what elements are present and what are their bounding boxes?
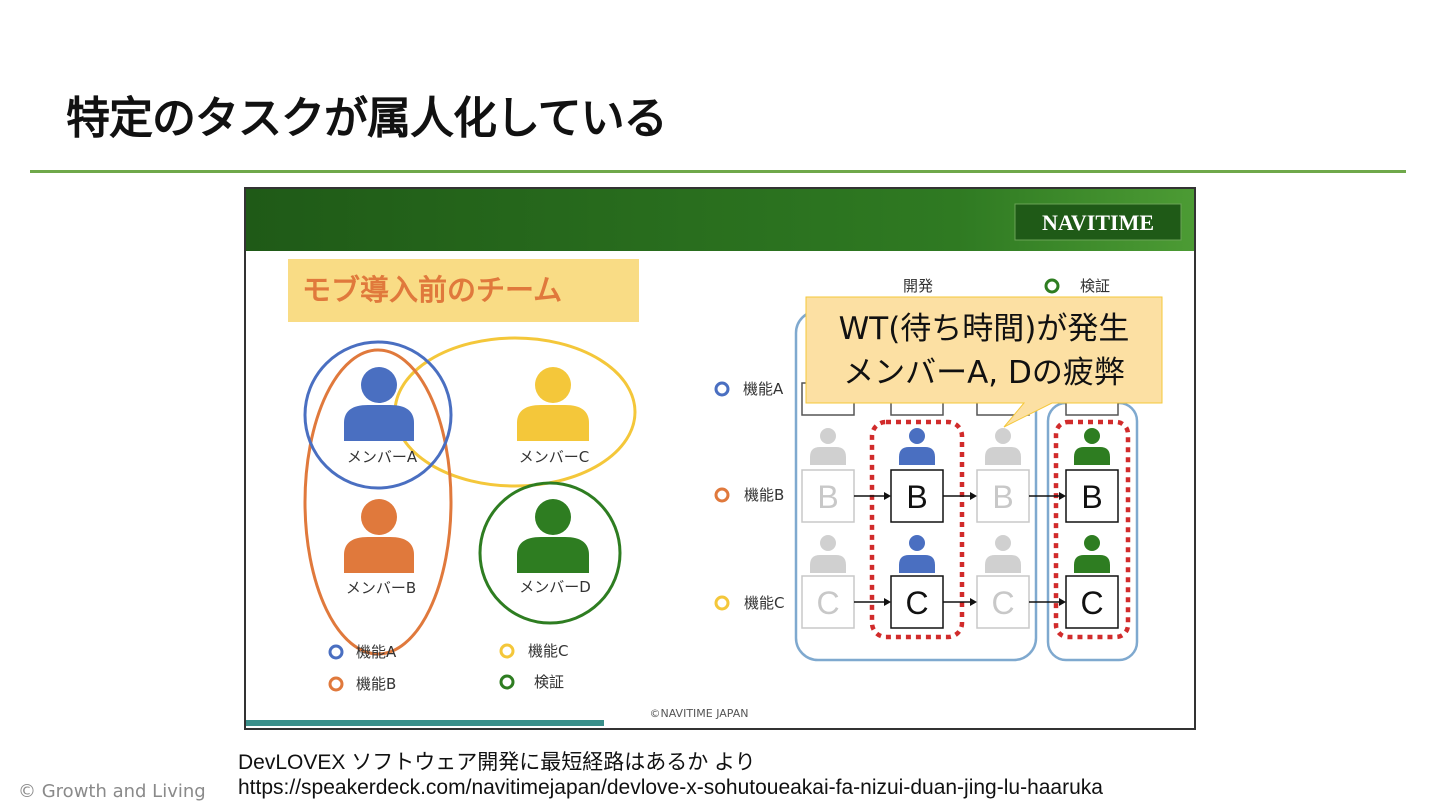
box-c-2-label: C bbox=[905, 585, 928, 621]
title-divider bbox=[30, 170, 1406, 173]
box-b-2-label: B bbox=[906, 479, 927, 515]
row-label-a: 機能A bbox=[743, 380, 784, 398]
embedded-heading-box bbox=[288, 259, 639, 322]
legend-verify-marker bbox=[499, 674, 515, 690]
embedded-copyright: ©NAVITIME JAPAN bbox=[650, 707, 749, 720]
function-a-circle bbox=[303, 340, 453, 490]
legend-func-a: 機能A bbox=[356, 643, 397, 661]
box-c-1-label: C bbox=[816, 585, 839, 621]
box-b-3-label: B bbox=[992, 479, 1013, 515]
box-c-3-label: C bbox=[991, 585, 1014, 621]
verify-circle bbox=[478, 481, 622, 625]
member-c-avatar bbox=[517, 367, 589, 441]
wait-time-callout bbox=[805, 296, 1163, 428]
member-a-avatar bbox=[344, 367, 414, 441]
verify-column-marker bbox=[1044, 278, 1060, 294]
box-b-2 bbox=[890, 469, 944, 523]
green-avatar-c4 bbox=[1074, 535, 1110, 573]
row-b-marker bbox=[714, 487, 730, 503]
member-d-avatar bbox=[517, 499, 589, 573]
gray-avatar-b3 bbox=[985, 428, 1021, 465]
member-d-label: メンバーD bbox=[519, 578, 591, 596]
gray-avatar-b1 bbox=[810, 428, 846, 465]
row-label-b: 機能B bbox=[744, 486, 784, 504]
slide-title: 特定のタスクが属人化している bbox=[66, 93, 668, 144]
citation-url[interactable]: https://speakerdeck.com/navitimejapan/de… bbox=[238, 776, 1103, 799]
dev-column-label: 開発 bbox=[903, 277, 933, 295]
legend-verify: 検証 bbox=[534, 673, 564, 691]
row-b-arrows bbox=[854, 492, 1066, 500]
row-c-marker bbox=[714, 595, 730, 611]
progress-bar bbox=[246, 720, 604, 726]
row-a-marker bbox=[714, 381, 730, 397]
callout-line-1: WT(待ち時間)が発生 bbox=[839, 311, 1130, 347]
legend-func-c: 機能C bbox=[528, 642, 568, 660]
box-b-3 bbox=[976, 469, 1030, 523]
member-a-label: メンバーA bbox=[347, 448, 418, 466]
box-b-1-label: B bbox=[817, 479, 838, 515]
copyright-footer: © Growth and Living bbox=[18, 781, 206, 802]
member-a-highlight bbox=[869, 419, 965, 640]
row-label-c: 機能C bbox=[744, 594, 784, 612]
box-c-4-label: C bbox=[1080, 585, 1103, 621]
citation-title: DevLOVEX ソフトウェア開発に最短経路はあるか より bbox=[238, 751, 756, 774]
navitime-logo-text: NAVITIME bbox=[1042, 210, 1154, 235]
gray-avatar-c3 bbox=[985, 535, 1021, 573]
navitime-logo bbox=[1014, 203, 1182, 241]
legend-func-b: 機能B bbox=[356, 675, 396, 693]
blue-avatar-b2 bbox=[899, 428, 935, 465]
legend-b-marker bbox=[328, 676, 344, 692]
function-b-ellipse bbox=[303, 348, 453, 656]
legend-a-marker bbox=[328, 644, 344, 660]
embedded-slide-image: NAVITIME モブ導入前のチーム メンバーA メンバーC メンバーB メンバ… bbox=[244, 187, 1196, 730]
callout-line-2: メンバーA, Dの疲弊 bbox=[843, 355, 1125, 391]
gray-avatar-c1 bbox=[810, 535, 846, 573]
member-c-label: メンバーC bbox=[519, 448, 589, 466]
member-d-highlight bbox=[1053, 419, 1131, 640]
row-c-arrows bbox=[854, 598, 1066, 606]
box-c-3 bbox=[976, 575, 1030, 629]
box-c-4 bbox=[1065, 575, 1119, 629]
blue-avatar-c2 bbox=[899, 535, 935, 573]
member-b-avatar bbox=[344, 499, 414, 573]
green-avatar-b4 bbox=[1074, 428, 1110, 465]
embedded-heading: モブ導入前のチーム bbox=[302, 273, 562, 307]
legend-c-marker bbox=[499, 643, 515, 659]
verify-column-label: 検証 bbox=[1080, 277, 1110, 295]
member-b-label: メンバーB bbox=[346, 579, 416, 597]
box-b-1 bbox=[801, 469, 855, 523]
box-b-4-label: B bbox=[1081, 479, 1102, 515]
